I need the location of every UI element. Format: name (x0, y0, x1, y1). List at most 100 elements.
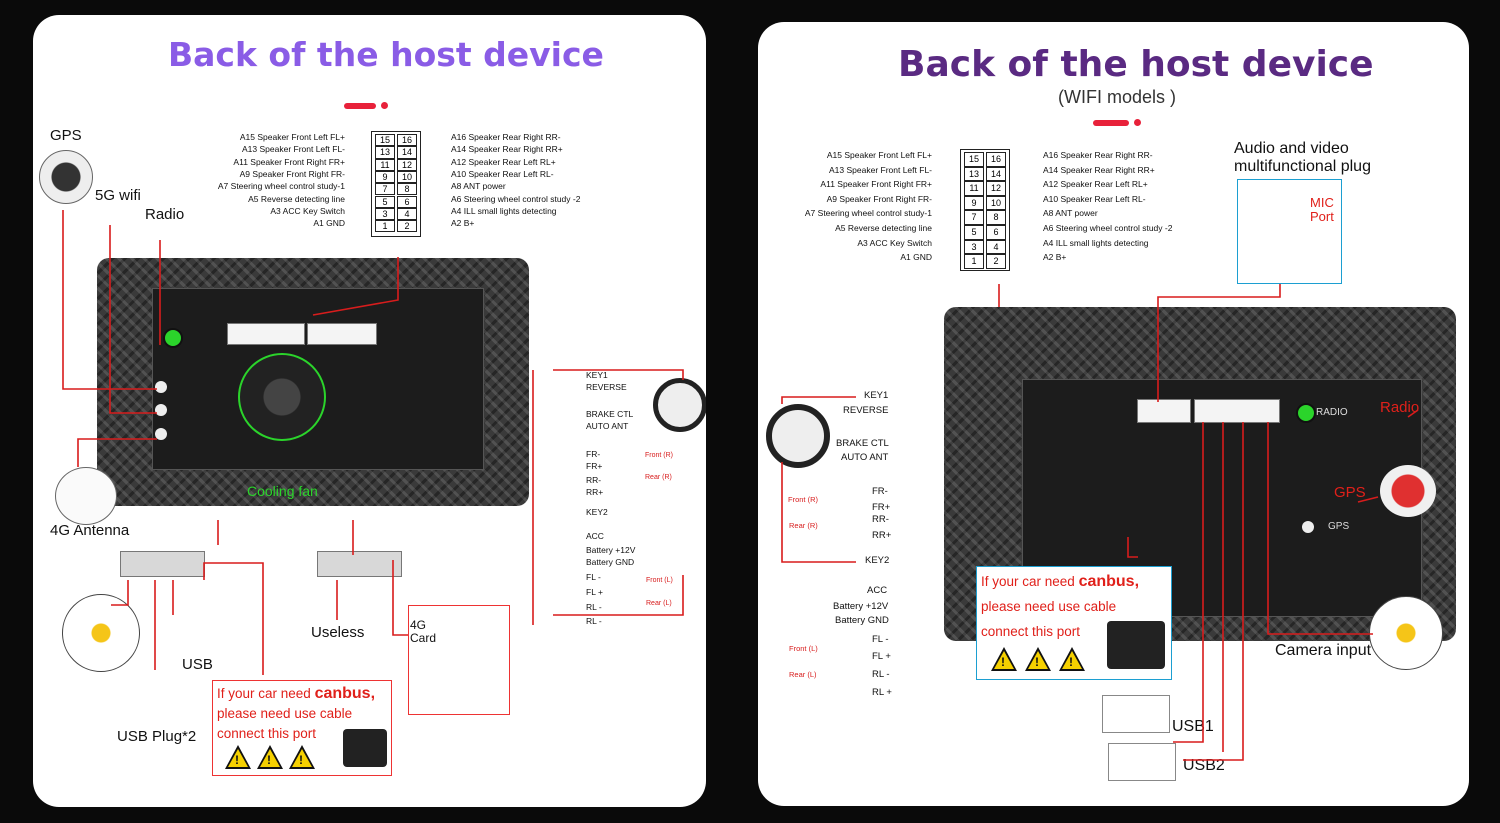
canbus-line1: If your car need (981, 574, 1079, 589)
pin-number: 16 (397, 134, 417, 147)
harness-label: RL + (872, 687, 892, 698)
pin-number: 8 (397, 183, 417, 196)
canbus-port-photo (1107, 621, 1165, 669)
wire-line (312, 257, 399, 316)
pin-label: A3 ACC Key Switch (857, 237, 932, 248)
wire-line (203, 562, 264, 675)
main-connector-2 (307, 323, 377, 345)
harness-label: RL - (586, 602, 602, 612)
harness-label: FR- (872, 486, 888, 497)
harness-label: Battery +12V (833, 601, 889, 612)
antenna-jack-icon (155, 428, 167, 440)
pin-label: A12 Speaker Rear Left RL+ (451, 156, 556, 167)
pin-number: 8 (986, 210, 1006, 225)
host-device-back (97, 258, 529, 506)
harness-label: FR- (586, 449, 601, 459)
pin-number: 9 (964, 195, 984, 211)
pin-number: 10 (397, 170, 417, 184)
pin-label: A10 Speaker Rear Left RL- (1043, 193, 1146, 204)
pin-label: A5 Reverse detecting line (835, 223, 932, 233)
pin-label: A13 Speaker Front Left FL- (829, 164, 932, 175)
speaker-label: Rear (R) (789, 521, 818, 530)
harness-label: BRAKE CTL (586, 409, 634, 419)
pin-number: 4 (397, 207, 417, 221)
wire-line (392, 560, 408, 636)
pin-label: A4 ILL small lights detecting (451, 205, 557, 216)
title-dot (381, 102, 388, 109)
pin-label: A11 Speaker Front Right FR+ (233, 156, 345, 167)
pin-number: 7 (964, 210, 984, 225)
cooling-fan-icon (238, 353, 326, 441)
speaker-label: Front (R) (788, 495, 818, 504)
left-panel-title: Back of the host device (168, 35, 604, 74)
canbus-note: If your car need canbus, please need use… (212, 680, 392, 776)
pin-label: A16 Speaker Rear Right RR- (451, 132, 561, 142)
harness-label: KEY1 (864, 390, 889, 401)
harness-label: RL - (872, 669, 890, 680)
pin-label: A15 Speaker Front Left FL+ (826, 150, 932, 160)
usb-plug-label: USB Plug*2 (117, 728, 197, 745)
pin-number: 6 (986, 225, 1006, 240)
pin-label: A11 Speaker Front Right FR+ (820, 179, 932, 190)
wire-line (1157, 284, 1281, 402)
wire-line (781, 462, 856, 563)
speaker-label: Rear (R) (645, 474, 672, 481)
pin-label: A5 Reverse detecting line (248, 193, 345, 204)
pin-label: A14 Speaker Rear Right RR+ (451, 144, 563, 155)
warning-icon: ! (1025, 647, 1051, 671)
speaker-label: Rear (L) (646, 600, 672, 607)
warning-icon: ! (257, 745, 283, 769)
pin-label: A14 Speaker Rear Right RR+ (1043, 164, 1155, 175)
wire-line (1267, 422, 1373, 635)
warning-icon: ! (1059, 647, 1085, 671)
gps-antenna-icon (1380, 465, 1436, 517)
canbus-line1: If your car need (217, 686, 315, 701)
canbus-line2: please need use cable (217, 706, 353, 721)
main-connector (1137, 399, 1191, 423)
pin-label: A9 Speaker Front Right FR- (239, 168, 345, 179)
speaker-label: Front (L) (646, 577, 673, 584)
usb2-box (1108, 743, 1176, 781)
wire-line (109, 225, 157, 414)
harness-label: ACC (867, 585, 888, 596)
pin-number: 13 (375, 146, 395, 159)
av-plug-label: Audio and video multifunctional plug (1234, 140, 1371, 175)
speaker-label: Front (L) (789, 644, 818, 653)
pin-number: 11 (375, 158, 395, 171)
wifi-jack-icon (155, 404, 167, 416)
pin-number: 10 (986, 195, 1006, 211)
pin-number: 3 (964, 239, 984, 255)
av-plug-box (1237, 179, 1342, 284)
left-diagram-panel: Back of the host device A15 Speaker Fron… (33, 15, 706, 807)
pin-label: A12 Speaker Rear Left RL+ (1043, 179, 1148, 190)
warning-icon: ! (991, 647, 1017, 671)
pin-number: 1 (964, 254, 984, 269)
warning-icon: ! (289, 745, 315, 769)
pin-number: 5 (964, 225, 984, 240)
pin-number: 14 (986, 166, 1006, 182)
title-dot (1134, 119, 1141, 126)
radio-label: Radio (1380, 399, 1420, 416)
harness-label: AUTO ANT (841, 452, 889, 463)
usb-connector (120, 551, 205, 577)
harness-label: FL + (586, 587, 603, 597)
pin-label: A2 B+ (451, 218, 475, 229)
4g-card-box (408, 605, 510, 715)
4g-antenna-icon (55, 467, 117, 525)
speaker-label: Front (R) (645, 452, 673, 459)
pin-label: A8 ANT power (1043, 208, 1098, 219)
pin-label: A10 Speaker Rear Left RL- (451, 168, 554, 179)
harness-label: FL - (872, 634, 889, 645)
useless-connector (317, 551, 402, 577)
pin-label: A13 Speaker Front Left FL- (242, 144, 345, 155)
pin-number: 12 (986, 181, 1006, 196)
pin-label: A2 B+ (1043, 252, 1067, 263)
pin-number: 5 (375, 195, 395, 208)
pin-number: 16 (986, 152, 1006, 167)
gps-chip-label: GPS (1328, 521, 1350, 532)
pin-number: 4 (986, 239, 1006, 255)
harness-label: AUTO ANT (586, 421, 629, 431)
harness-label: RR+ (586, 487, 604, 497)
speaker-label: Rear (L) (789, 670, 817, 679)
